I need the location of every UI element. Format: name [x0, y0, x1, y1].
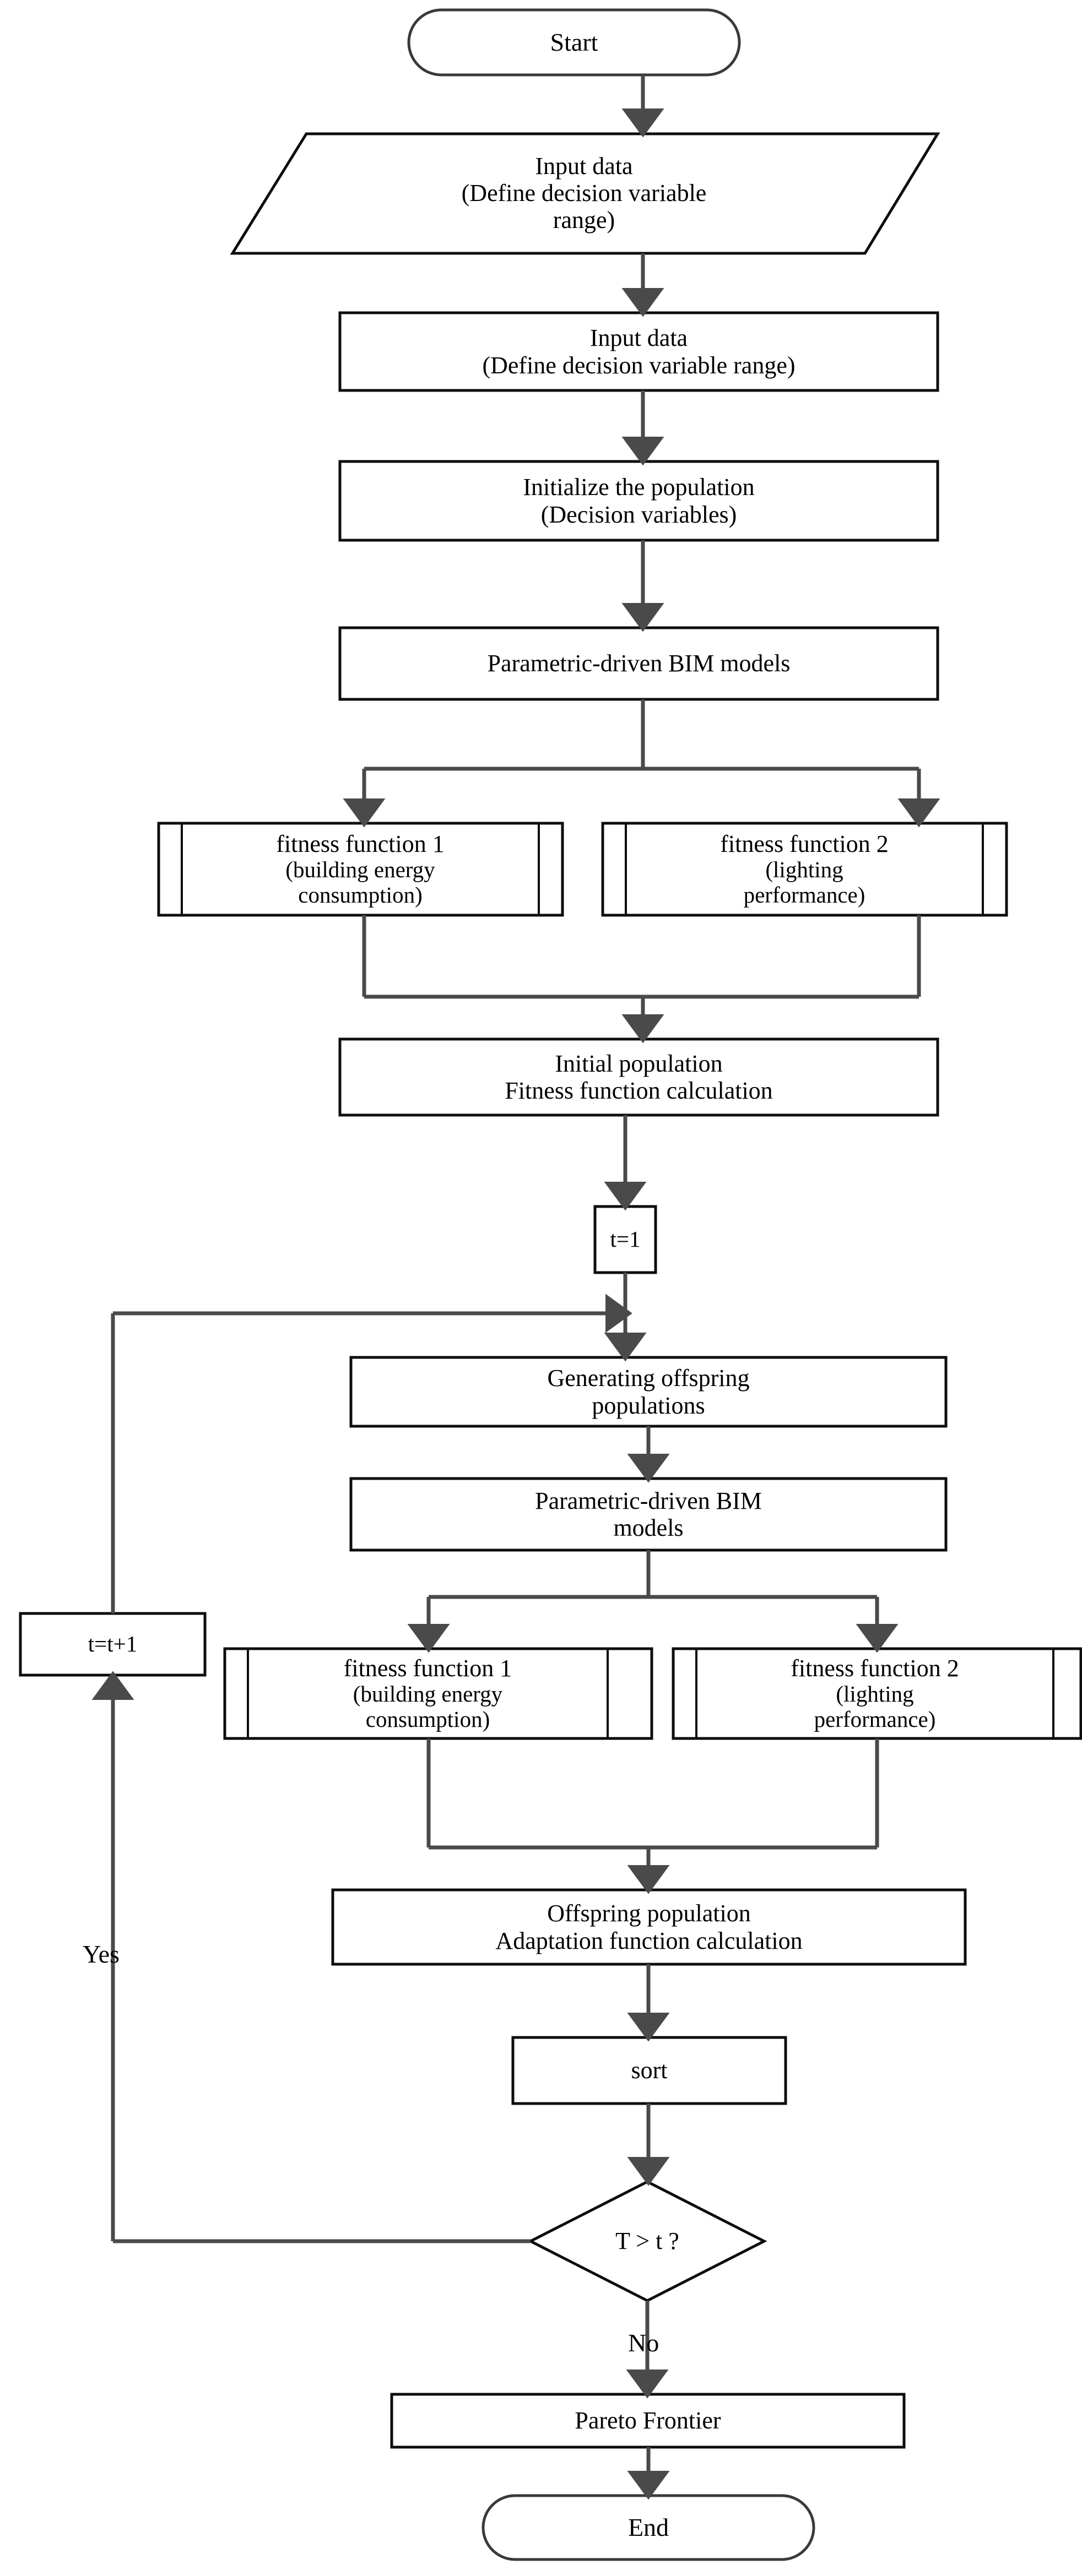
shape-pareto-frontier: [390, 2393, 906, 2449]
shape-bim-models-1: [338, 626, 939, 701]
edge-label-no: No: [628, 2329, 659, 2357]
edge-label-yes: Yes: [83, 1940, 120, 1968]
shape-sort: [511, 2036, 787, 2105]
shape-offspring-population: [331, 1888, 967, 1966]
shape-fitness-1b: [223, 1647, 653, 1740]
shape-input-parallelogram: [230, 132, 940, 255]
shape-initial-population: [338, 1037, 939, 1117]
shape-start: [407, 8, 741, 77]
shape-fitness-1a: [157, 822, 564, 917]
shape-input-rect: [338, 311, 939, 392]
shape-bim-models-2: [349, 1477, 948, 1552]
shape-fitness-2b: [672, 1647, 1082, 1740]
shape-end: [482, 2494, 815, 2561]
shape-decision: [527, 2180, 767, 2302]
shape-t-init: [593, 1205, 657, 1274]
shape-initialize-population: [338, 460, 939, 542]
shape-fitness-2a: [601, 822, 1008, 917]
shape-generating-offspring: [349, 1356, 948, 1428]
shape-t-increment: [19, 1612, 207, 1677]
